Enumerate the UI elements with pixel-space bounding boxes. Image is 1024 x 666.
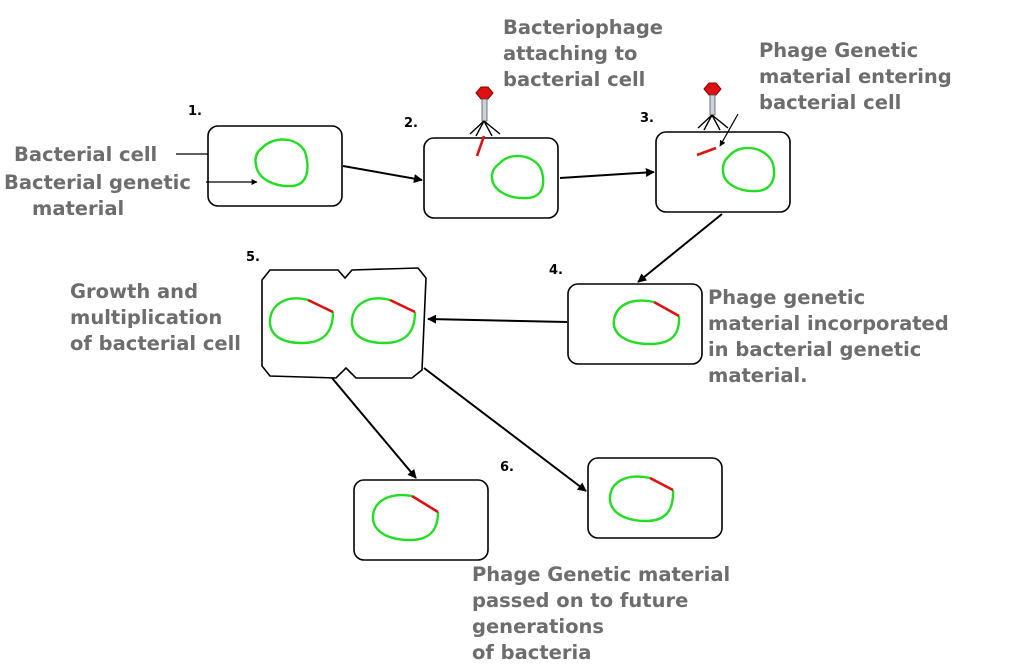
phage-dna-icon bbox=[653, 300, 680, 318]
bacterial-dna-loop-icon bbox=[268, 297, 335, 345]
bacterial-dna-loop-icon bbox=[490, 154, 545, 200]
arrow-icon bbox=[559, 168, 655, 179]
bacterial-dna-loop-icon bbox=[254, 138, 309, 188]
flow-arrows bbox=[331, 165, 723, 492]
cell-step-6-right bbox=[587, 457, 723, 539]
cell-step-6-left bbox=[353, 479, 489, 561]
phage-dna-icon bbox=[649, 476, 674, 492]
cell-step-1 bbox=[207, 125, 343, 207]
arrow-icon bbox=[427, 314, 568, 324]
arrow-icon bbox=[423, 367, 587, 492]
bacterial-dna-loop-icon bbox=[721, 146, 776, 193]
phage-dna-icon bbox=[307, 298, 334, 314]
label-passed-on: Phage Genetic material passed on to futu… bbox=[472, 563, 731, 664]
label-growth-multiplication: Growth and multiplication of bacterial c… bbox=[70, 280, 241, 355]
label-phage-entering: Phage Genetic material entering bacteria… bbox=[759, 39, 952, 114]
cell-step-4 bbox=[567, 283, 703, 365]
bacterial-dna-loop-icon bbox=[612, 299, 681, 346]
bacterial-dna-loop-icon bbox=[350, 297, 417, 345]
phage-dna-icon bbox=[696, 146, 717, 157]
pointer-arrow-icon bbox=[719, 113, 739, 147]
label-bacteriophage-attaching: Bacteriophage attaching to bacterial cel… bbox=[503, 16, 664, 91]
step-number-4: 4. bbox=[549, 263, 563, 278]
dividing-cell-step-5 bbox=[261, 267, 427, 379]
cell-step-3 bbox=[655, 82, 791, 213]
step-number-6: 6. bbox=[500, 460, 514, 475]
step-number-5: 5. bbox=[246, 250, 260, 265]
phage-dna-icon bbox=[411, 494, 439, 514]
step-number-1: 1. bbox=[188, 104, 202, 119]
bacterial-dna-loop-icon bbox=[608, 475, 675, 523]
arrow-icon bbox=[342, 165, 423, 184]
cell-step-2 bbox=[423, 86, 559, 219]
label-bacterial-genetic-material: Bacterial genetic material bbox=[4, 171, 191, 220]
bacterial-dna-loop-icon bbox=[371, 493, 440, 542]
phage-dna-icon bbox=[475, 135, 486, 157]
label-phage-incorporated: Phage genetic material incorporated in b… bbox=[708, 286, 949, 387]
step-number-3: 3. bbox=[640, 111, 654, 126]
arrow-icon bbox=[637, 213, 723, 283]
dividing-cell-icon bbox=[261, 267, 427, 379]
phage-dna-icon bbox=[389, 298, 416, 314]
arrow-icon bbox=[331, 377, 417, 479]
bacteriophage-icon bbox=[469, 86, 501, 137]
bacteriophage-icon bbox=[697, 82, 729, 131]
step-number-2: 2. bbox=[404, 116, 418, 131]
label-bacterial-cell: Bacterial cell bbox=[14, 143, 158, 166]
